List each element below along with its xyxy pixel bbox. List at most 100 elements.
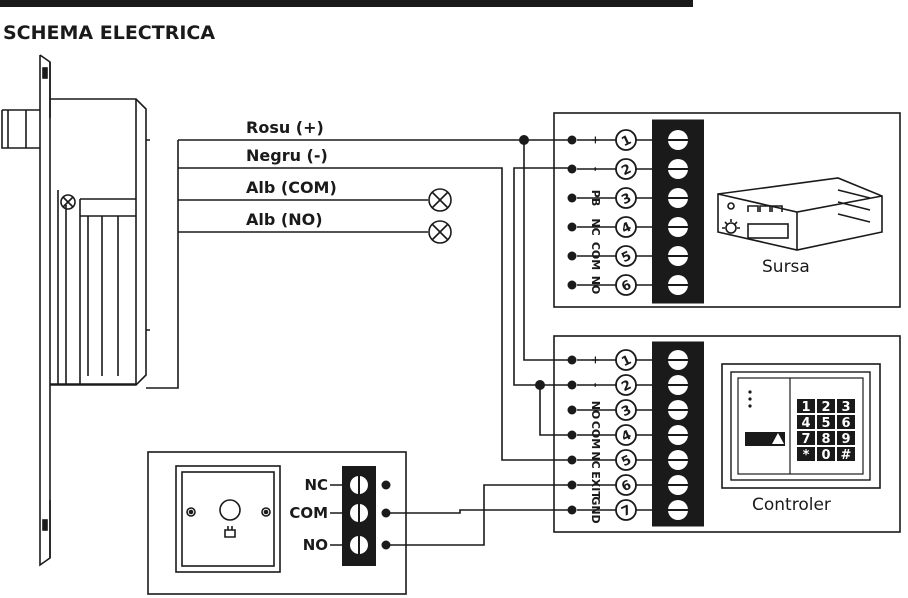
exit-terminal-nc: NC <box>304 476 391 494</box>
terminal-label: - <box>589 167 602 172</box>
exit-terminal-no: NO <box>303 536 391 554</box>
keypad-key-label: 0 <box>821 448 830 463</box>
keypad-key-label: 3 <box>841 400 850 415</box>
terminal-label: PB <box>589 190 602 206</box>
terminal-dot <box>567 222 577 232</box>
exit-terminal-label: NC <box>304 476 328 494</box>
keypad-key-label: 8 <box>821 432 830 447</box>
terminal-label: NC <box>589 218 602 235</box>
keypad-key: 8 <box>817 431 835 447</box>
terminal-number-badge <box>615 158 637 180</box>
exit-button-device <box>175 465 281 573</box>
keypad-key-label: 1 <box>801 400 810 415</box>
terminal-label: NO <box>589 401 602 420</box>
terminal-label: COM <box>589 421 602 449</box>
header-bar <box>0 0 693 7</box>
controller-panel <box>553 335 901 533</box>
terminal-number-badge <box>615 399 637 421</box>
keypad-key-label: # <box>841 448 852 463</box>
keypad-key-label: 5 <box>821 416 830 431</box>
terminal-number-badge <box>615 245 637 267</box>
junction-dots <box>519 135 545 390</box>
wire-label-negru: Negru (-) <box>246 146 328 165</box>
interconnect-wires <box>513 140 572 436</box>
terminal-label: GND <box>589 496 602 523</box>
keypad-key-label: 6 <box>841 416 850 431</box>
exit-wires <box>386 484 572 546</box>
terminal-label: NC <box>589 451 602 468</box>
power-supply-terminal-block <box>652 119 704 304</box>
terminal-number-badge <box>615 499 637 521</box>
exit-button-terminals: NC COM NO <box>289 466 391 566</box>
electric-lock <box>1 54 150 567</box>
keypad-key-label: 9 <box>841 432 850 447</box>
terminal-label: EXIT <box>589 471 602 499</box>
terminal-dot <box>567 251 577 261</box>
terminal-dot <box>567 280 577 290</box>
keypad-key-label: 4 <box>801 416 810 431</box>
keypad-key: 5 <box>817 415 835 431</box>
keypad-key-label: * <box>803 448 810 463</box>
terminal-number-badge <box>615 424 637 446</box>
exit-terminal-label: COM <box>289 504 328 522</box>
power-supply-panel <box>553 112 901 308</box>
terminal-dot <box>567 164 577 174</box>
terminal-number-badge <box>615 274 637 296</box>
exit-terminal-label: NO <box>303 536 328 554</box>
terminal-label: - <box>589 383 602 388</box>
terminal-dot <box>567 380 577 390</box>
terminal-number-badge <box>615 187 637 209</box>
power-supply-terminal-1: +1 <box>567 129 688 151</box>
controller-terminal-1: +1 <box>567 349 688 371</box>
terminal-number-badge <box>615 349 637 371</box>
wire-end-caps <box>428 188 452 244</box>
lock-cable <box>146 140 179 389</box>
terminal-label: NO <box>589 276 602 295</box>
wire-label-alb-com: Alb (COM) <box>246 178 337 197</box>
wire-label-alb-no: Alb (NO) <box>246 210 323 229</box>
keypad-key: 3 <box>837 399 855 415</box>
power-supply-icon <box>717 177 883 251</box>
terminal-dot <box>567 455 577 465</box>
terminal-dot <box>567 193 577 203</box>
diagram-title: SCHEMA ELECTRICA <box>3 22 215 44</box>
terminal-label: + <box>589 355 602 364</box>
keypad-key: 7 <box>797 431 815 447</box>
exit-button-panel <box>147 451 407 595</box>
terminal-number-badge <box>615 374 637 396</box>
keypad-key: # <box>837 447 855 463</box>
power-supply-caption: Sursa <box>762 257 810 277</box>
terminal-dot <box>381 480 391 490</box>
terminal-label: COM <box>589 242 602 270</box>
keypad-key-label: 7 <box>801 432 810 447</box>
terminal-dot <box>567 405 577 415</box>
terminal-number-badge <box>615 216 637 238</box>
exit-terminal-com: COM <box>289 504 391 522</box>
wire-label-rosu: Rosu (+) <box>246 118 324 137</box>
keypad-key: 0 <box>817 447 835 463</box>
keypad-key: 1 <box>797 399 815 415</box>
lock-wires <box>178 139 572 461</box>
controller-terminal-2: -2 <box>567 374 688 396</box>
controller-caption: Controler <box>752 495 831 515</box>
terminal-number-badge <box>615 474 637 496</box>
keypad-key: 9 <box>837 431 855 447</box>
terminal-dot <box>567 355 577 365</box>
terminal-number-badge <box>615 129 637 151</box>
keypad-key-label: 2 <box>821 400 830 415</box>
terminal-dot <box>567 430 577 440</box>
keypad-key: 2 <box>817 399 835 415</box>
